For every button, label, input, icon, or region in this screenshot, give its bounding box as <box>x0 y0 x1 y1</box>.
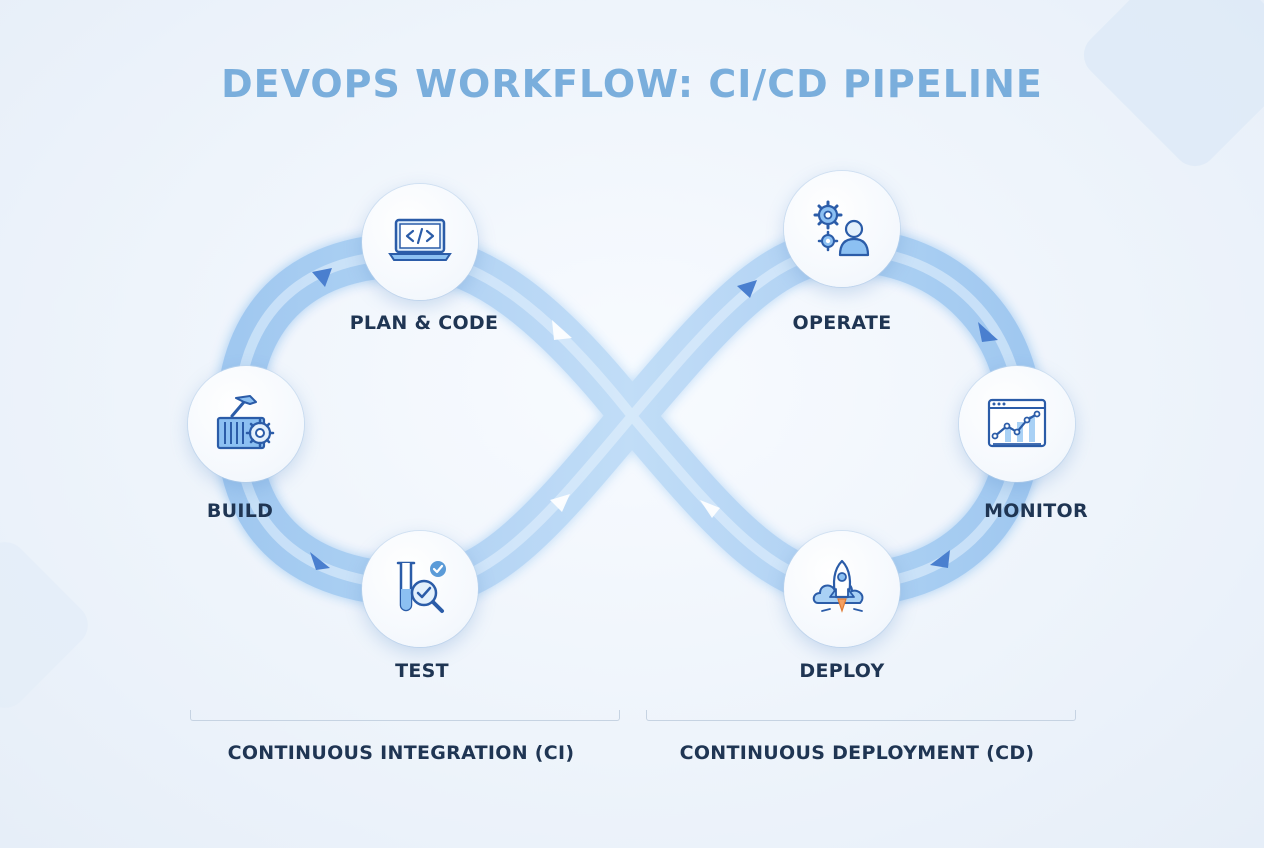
arrow-icon <box>312 268 332 287</box>
build-tools-icon <box>216 395 275 450</box>
operate-node <box>784 171 900 287</box>
arrow-icon <box>737 280 757 298</box>
arrow-icon <box>550 494 570 512</box>
build-label: BUILD <box>206 500 274 522</box>
arrow-icon <box>310 552 330 570</box>
test-label: TEST <box>395 660 449 682</box>
cd-bracket <box>646 710 1076 721</box>
flow-arrows <box>310 268 998 570</box>
deploy-label: DEPLOY <box>799 660 885 682</box>
infinity-band-highlight <box>232 244 1026 591</box>
rocket-cloud-icon <box>812 559 864 613</box>
dashboard-chart-icon <box>987 398 1047 448</box>
plan-code-node <box>362 184 478 300</box>
ci-phase-label: CONTINUOUS INTEGRATION (CI) <box>227 742 575 764</box>
cd-phase-label: CONTINUOUS DEPLOYMENT (CD) <box>679 742 1035 764</box>
operate-label: OPERATE <box>792 312 892 334</box>
gears-person-icon <box>813 200 870 257</box>
arrow-icon <box>700 500 720 518</box>
arrow-icon <box>552 320 572 340</box>
monitor-label: MONITOR <box>984 500 1088 522</box>
monitor-node <box>959 366 1075 482</box>
ci-bracket <box>190 710 620 721</box>
test-tube-magnifier-icon <box>396 561 446 613</box>
deploy-node <box>784 531 900 647</box>
test-node <box>362 531 478 647</box>
arrow-icon <box>930 550 950 568</box>
laptop-code-icon <box>388 218 452 261</box>
build-node <box>188 366 304 482</box>
page-title: DEVOPS WORKFLOW: CI/CD PIPELINE <box>221 62 1043 106</box>
plan-code-label: PLAN & CODE <box>349 312 499 334</box>
arrow-icon <box>978 322 998 342</box>
